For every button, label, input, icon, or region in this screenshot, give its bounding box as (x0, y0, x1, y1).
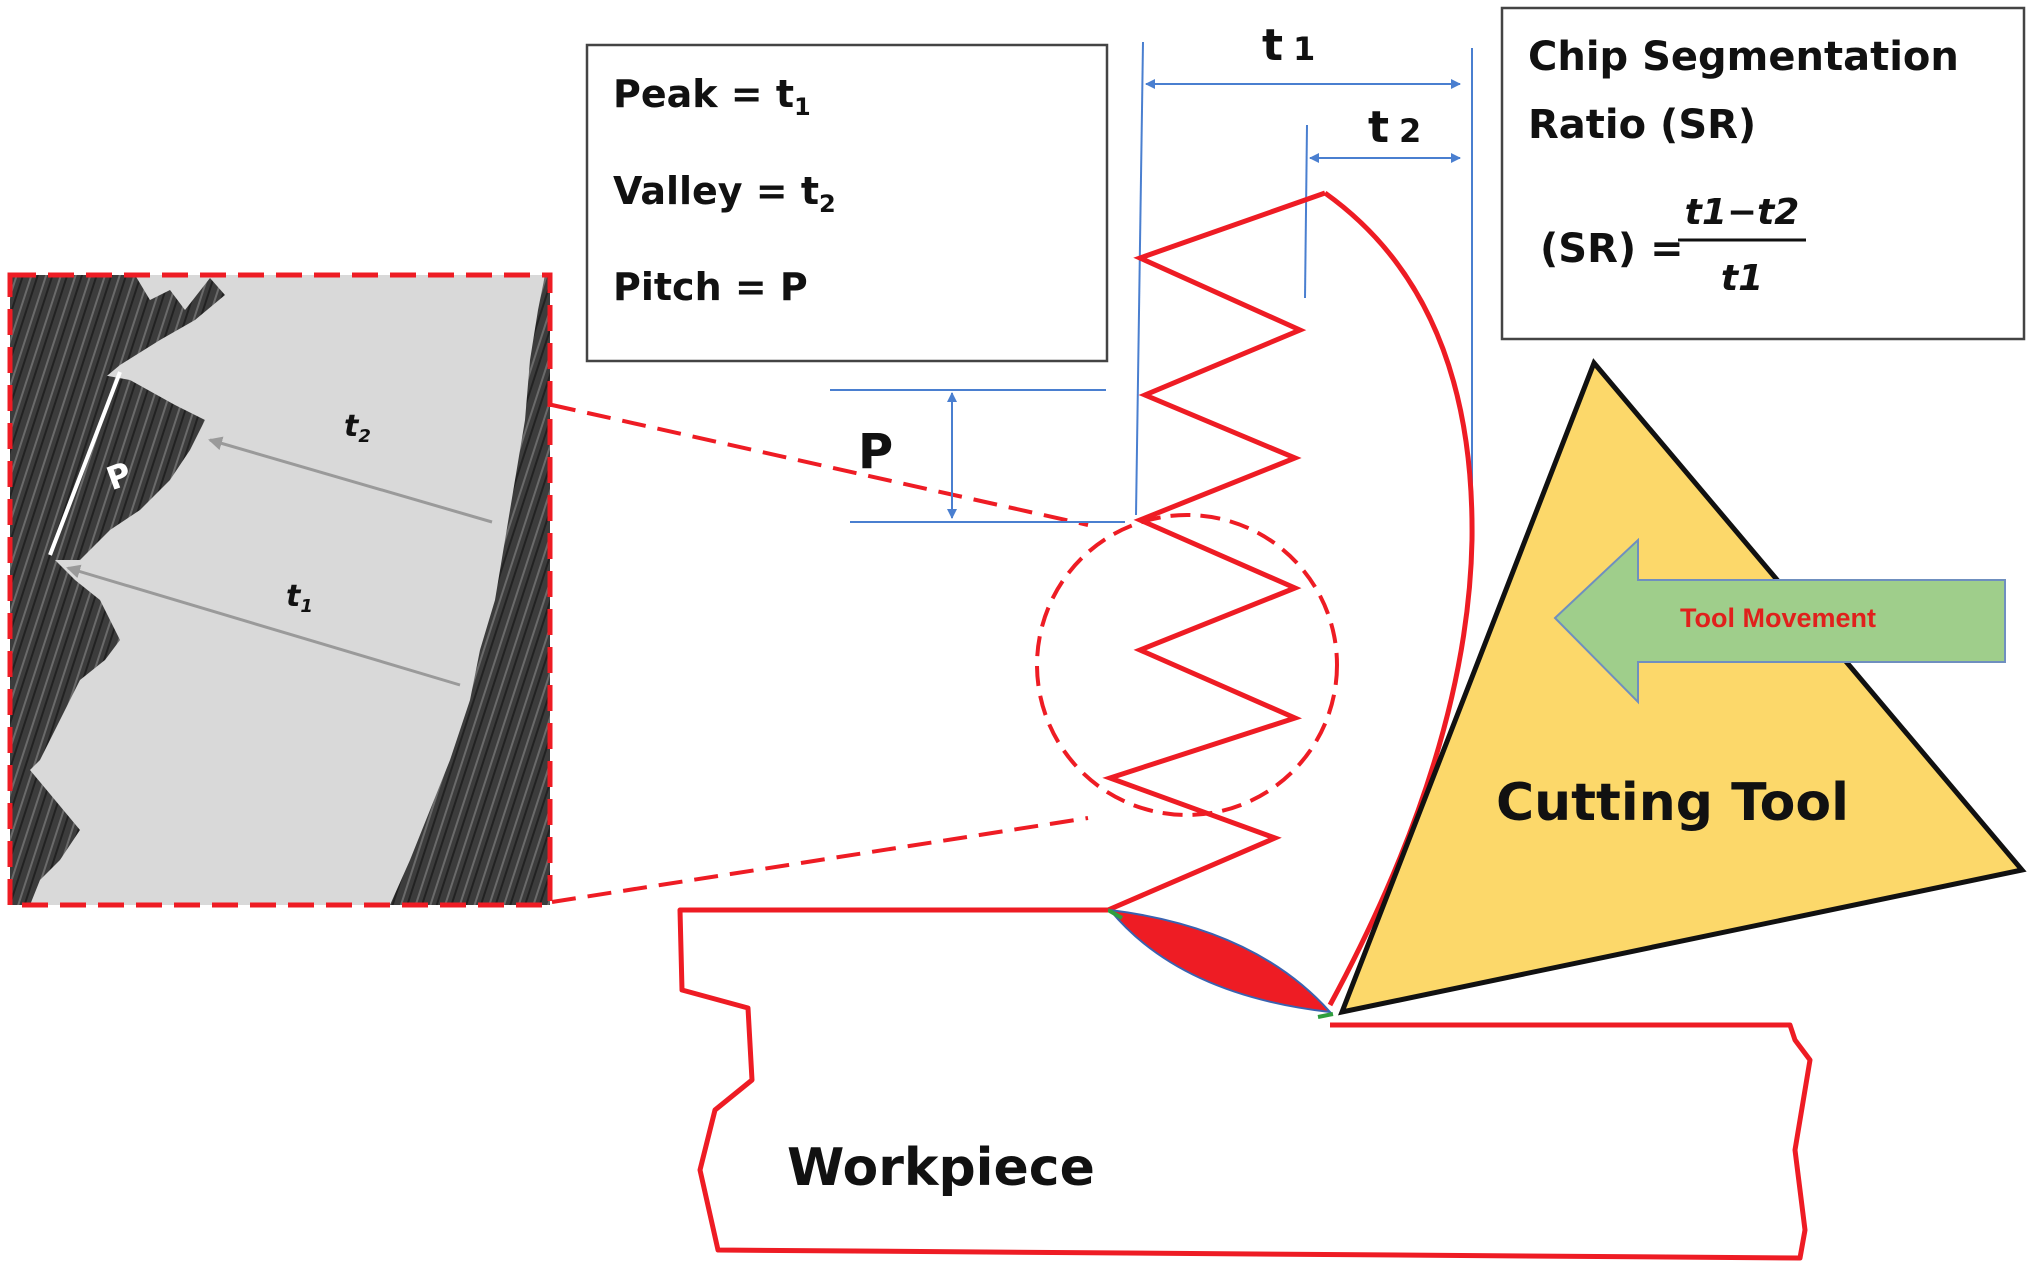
t2-extension-left (1304, 124, 1308, 299)
zoom-connector-top (551, 403, 1089, 527)
workpiece: Workpiece (677, 907, 1813, 1261)
chip-zigzag-edge (1102, 190, 1326, 913)
micrograph-t1-arrow (66, 564, 461, 687)
workpiece-label: Workpiece (787, 1138, 1095, 1198)
micrograph-t2-main: t (344, 409, 360, 444)
tool-movement-label: Tool Movement (1680, 603, 1876, 633)
shear-zone (1107, 908, 1333, 1014)
ratio-numerator: t1−t2 (1685, 192, 1800, 233)
zoom-circle (1035, 513, 1339, 817)
cutting-tool: Tool Movement Cutting Tool (1338, 358, 2027, 1016)
micrograph-inset: P t2 t1 (7, 272, 553, 908)
ratio-title-line1: Chip Segmentation (1528, 34, 1959, 80)
legend-pitch: Pitch = P (613, 265, 808, 309)
micrograph-t2-arrow (208, 436, 493, 524)
micrograph-left-dark-region (10, 275, 225, 905)
ratio-title-line2: Ratio (SR) (1528, 102, 1756, 148)
zoom-connector-bottom (551, 816, 1089, 904)
legend-box: Peak = t1 Valley = t2 Pitch = P (585, 43, 1109, 363)
micrograph-t2-sub: 2 (358, 426, 371, 447)
shear-zone-edge-top (1107, 908, 1123, 920)
ratio-formula-lhs: (SR) = (1540, 226, 1684, 272)
micrograph-right-dark-region (390, 275, 550, 905)
legend-peak: Peak = t1 (613, 72, 811, 121)
micrograph-t1-label: t1 (286, 579, 313, 617)
t1-extension-left (1135, 41, 1144, 516)
micrograph-p-line (48, 371, 122, 556)
pitch-dimension-label: P (858, 424, 893, 480)
cutting-tool-triangle (1338, 358, 2027, 1016)
micrograph-t1-main: t (286, 579, 302, 614)
cutting-tool-label: Cutting Tool (1496, 773, 1849, 833)
micrograph-border (7, 272, 553, 908)
tool-movement-arrow (1553, 537, 2006, 705)
legend-valley: Valley = t2 (613, 169, 836, 218)
dimension-lines (830, 41, 1473, 538)
shear-zone-edge-bottom (1317, 1012, 1334, 1019)
workpiece-outline (677, 907, 1813, 1261)
micrograph-t1-sub: 1 (300, 596, 313, 617)
ratio-denominator: t1 (1721, 258, 1763, 299)
ratio-box: Chip Segmentation Ratio (SR) (SR) = t1−t… (1500, 6, 2026, 341)
micrograph-t2-label: t2 (344, 409, 371, 447)
